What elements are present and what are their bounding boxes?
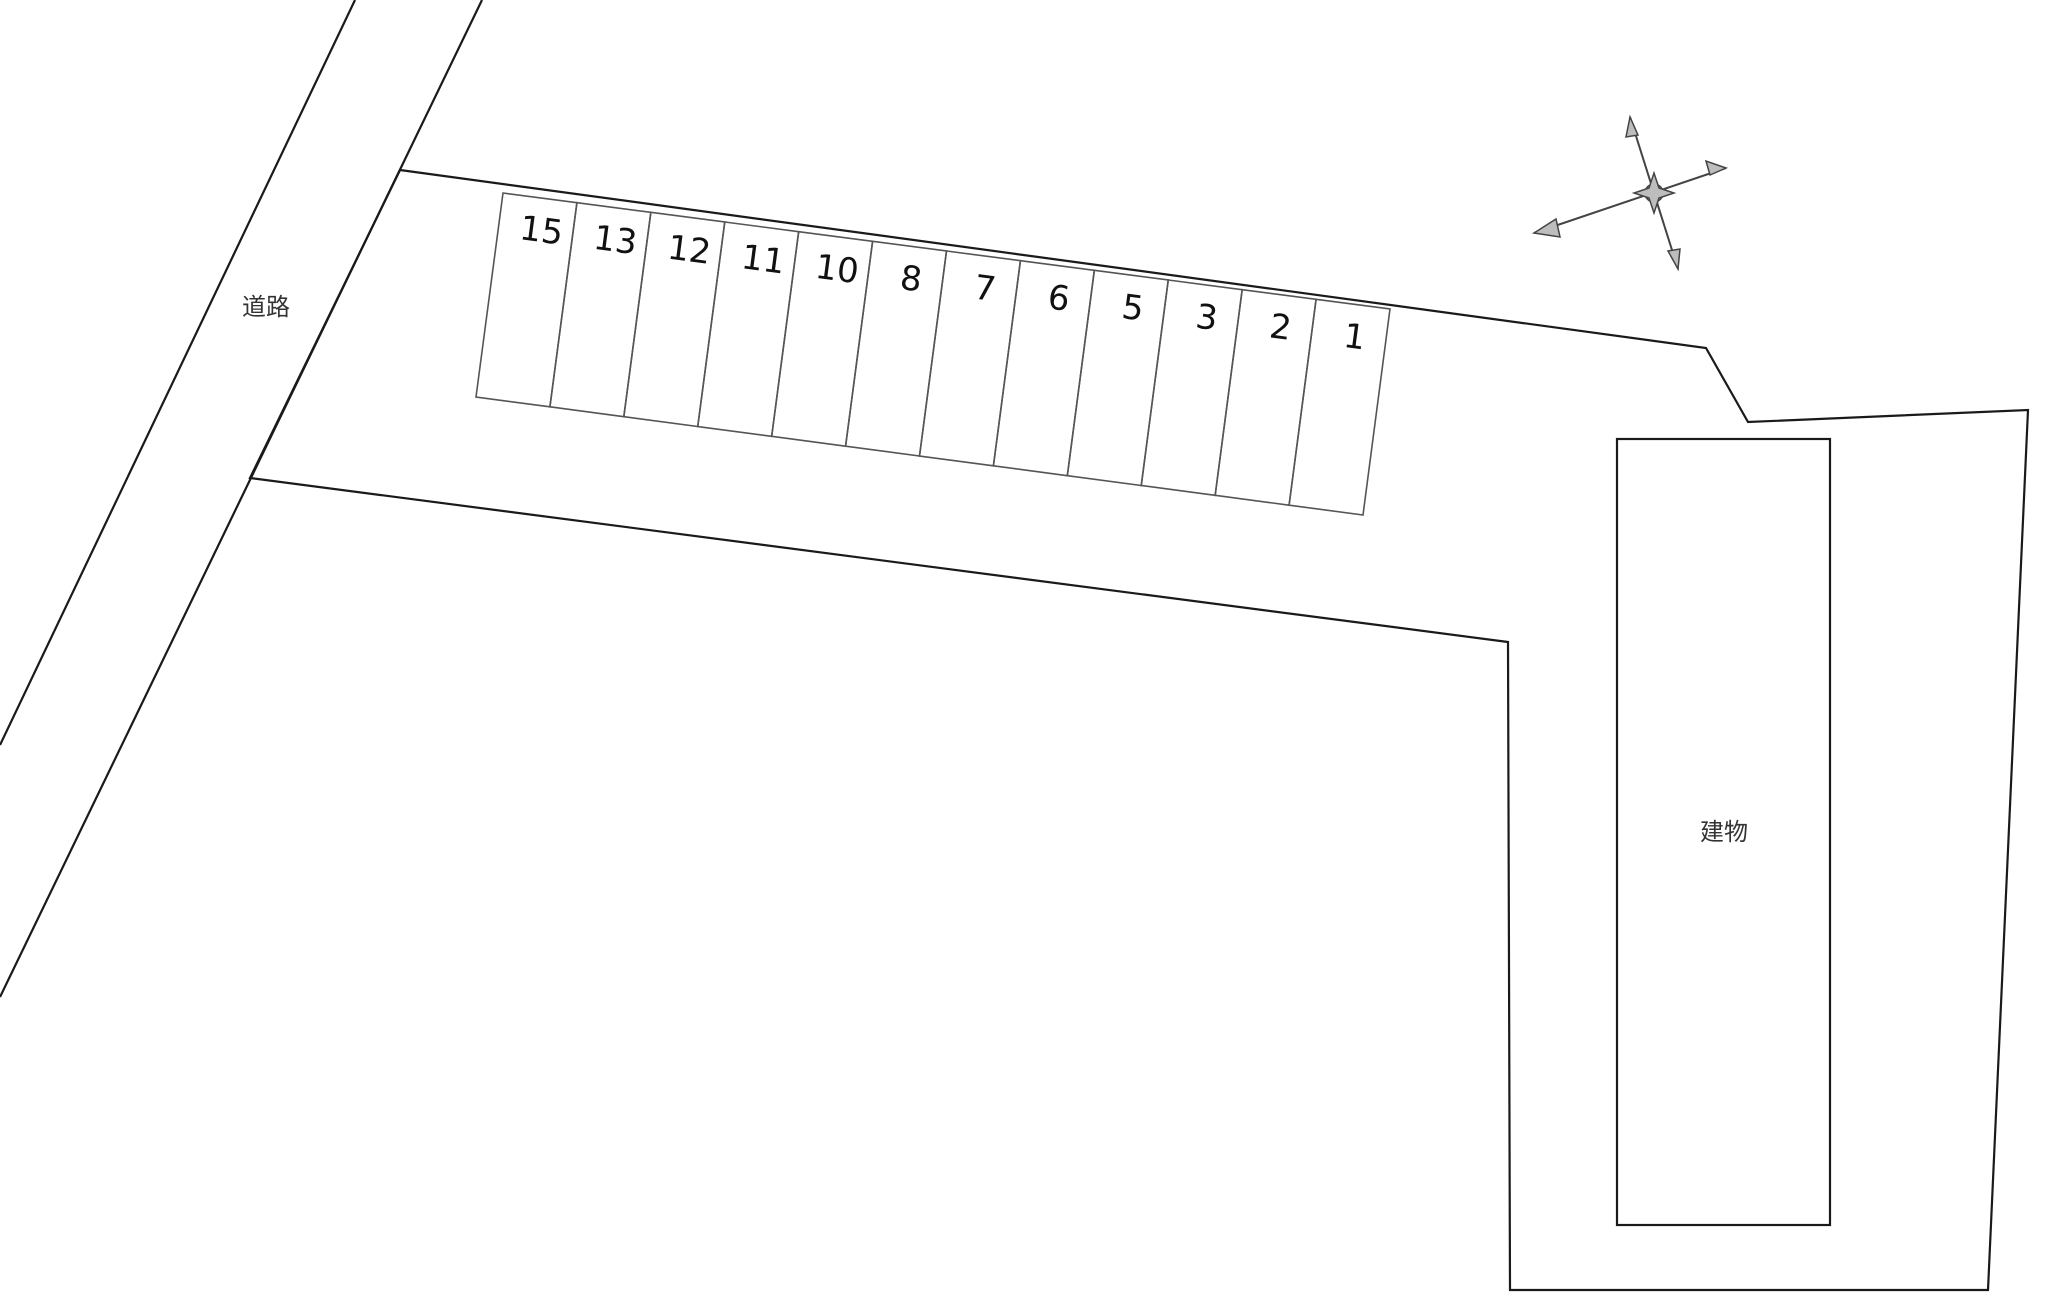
parking-stall: 6: [992, 259, 1096, 477]
parking-stall-number: 3: [1193, 297, 1220, 339]
parking-stall-number: 5: [1119, 287, 1146, 329]
lot-boundary: [248, 168, 2030, 1292]
parking-stall: 15: [475, 192, 578, 408]
parking-stall-outline: [844, 240, 948, 457]
parking-stall-number: 2: [1267, 306, 1294, 348]
parking-stall: 1: [1288, 298, 1391, 516]
compass-arrow-east: [1704, 159, 1729, 177]
parking-stall-outline: [1066, 269, 1170, 487]
parking-stall-number: 11: [739, 237, 787, 282]
parking-stall: 11: [696, 221, 800, 438]
parking-stall-outline: [1214, 288, 1317, 507]
road-edge-right: [0, 0, 483, 998]
road-label: 道路: [242, 293, 290, 321]
road-edge-left: [0, 0, 356, 746]
parking-stall-number: 10: [813, 247, 861, 292]
parking-stall-number: 1: [1341, 316, 1368, 358]
parking-stall: 7: [918, 250, 1022, 467]
compass-rose-icon: [1531, 114, 1729, 272]
building-label: 建物: [1700, 818, 1748, 846]
parking-stall-number: 13: [591, 218, 639, 263]
parking-stall-outline: [992, 259, 1096, 477]
parking-stall-outline: [1140, 279, 1244, 497]
parking-stall: 5: [1066, 269, 1170, 487]
parking-stall: 12: [622, 211, 726, 428]
parking-stall: 10: [770, 230, 874, 448]
building-outline: [1615, 437, 1832, 1227]
parking-stall-number: 12: [665, 228, 713, 273]
compass-arrow-north: [1625, 114, 1640, 138]
parking-stall-outline: [918, 250, 1022, 467]
parking-stall-number: 15: [517, 208, 565, 253]
road: 道路: [0, 0, 483, 998]
parking-stall-number: 8: [898, 258, 925, 300]
parking-stall-number: 6: [1045, 277, 1072, 319]
compass-star: [1631, 170, 1677, 216]
parking-stall: 13: [549, 201, 652, 418]
compass-axis-long: [1533, 167, 1727, 234]
compass-arrow-west: [1531, 217, 1561, 238]
building: 建物: [1615, 437, 1832, 1227]
parking-stall: 3: [1140, 279, 1244, 497]
parking-stalls: 15 13 12 11 10 8 7 6 5 3 2 1: [475, 192, 1391, 516]
parking-stall: 2: [1214, 288, 1317, 507]
parking-stall-number: 7: [972, 268, 999, 310]
compass-arrow-south: [1666, 248, 1681, 272]
parking-stall-outline: [1288, 298, 1391, 516]
parking-stall: 8: [844, 240, 948, 457]
